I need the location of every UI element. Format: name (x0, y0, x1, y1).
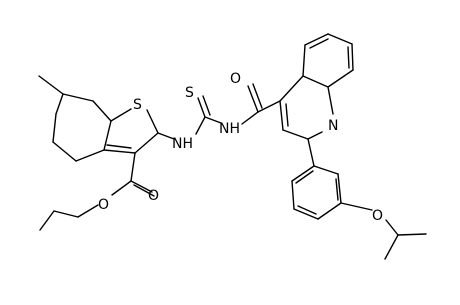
nh-left-label: NH (172, 136, 193, 152)
nitrogen-quinoline-label: N (328, 118, 338, 134)
bond-lines (38, 33, 427, 260)
sulfur-thioxo-label: S (185, 85, 194, 101)
sulfur-ring-label: S (133, 97, 142, 113)
oxygen-amide-label: O (230, 71, 241, 87)
oxygen-ester-carbonyl-label: O (148, 188, 159, 204)
nh-right-label: NH (219, 121, 240, 137)
oxygen-ester-single-label: O (98, 197, 109, 213)
oxygen-ether-label: O (372, 208, 383, 224)
